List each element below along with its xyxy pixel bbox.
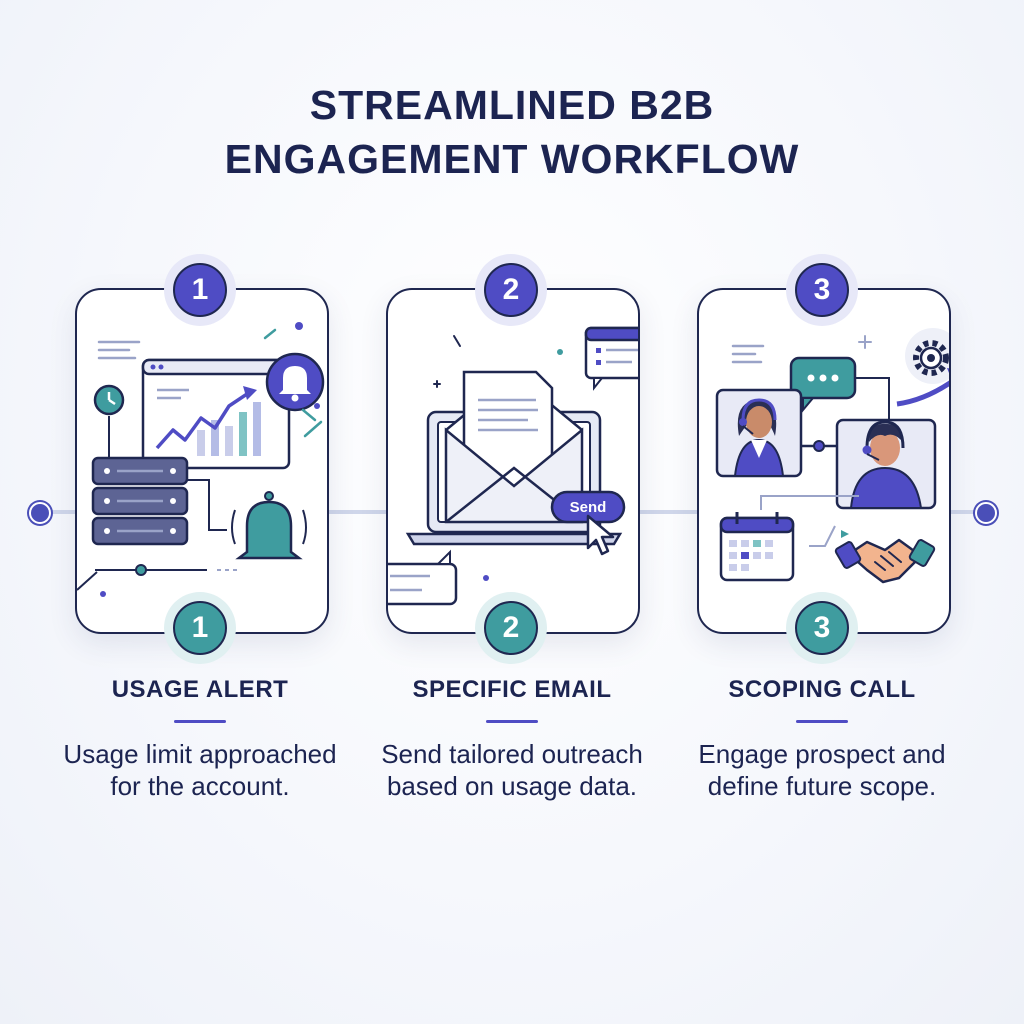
step-3-number-bottom: 3 [795, 601, 849, 655]
document-icon [462, 370, 554, 488]
connector-end-dot [975, 502, 997, 524]
cursor-icon [586, 514, 615, 556]
chat-window-icon [584, 326, 638, 391]
step-1-bottom-badge: 1 [164, 592, 236, 664]
step-3-description: Engage prospect and define future scope. [698, 739, 946, 801]
step-2-bottom-badge: 2 [475, 592, 547, 664]
title-line-1: STREAMLINED B2B [309, 82, 715, 128]
step-1-number-bottom: 1 [173, 601, 227, 655]
clock-icon [93, 384, 125, 416]
notification-bell-icon [265, 352, 325, 412]
title-line-2: ENGAGEMENT WORKFLOW [224, 136, 800, 182]
growth-arrow-icon [896, 368, 949, 407]
usage-alert-illustration [77, 322, 325, 597]
calendar-icon [719, 512, 795, 582]
server-stack-icon [91, 456, 189, 546]
chat-bubble-icon [388, 549, 458, 606]
step-2-number-bottom: 2 [484, 601, 538, 655]
step-1-number: 1 [173, 263, 227, 317]
step-3-bottom-badge: 3 [786, 592, 858, 664]
specific-email-illustration: Send [388, 326, 638, 606]
page-title: STREAMLINED B2B ENGAGEMENT WORKFLOW [0, 78, 1024, 186]
gear-icon [905, 328, 949, 384]
scoping-call-illustration [715, 328, 949, 584]
dashboard-chart-icon [141, 358, 291, 470]
step-3-number: 3 [795, 263, 849, 317]
step-2-label: SPECIFIC EMAIL [412, 676, 612, 703]
step-3-underline [796, 720, 848, 723]
step-2-description: Send tailored outreach based on usage da… [381, 739, 643, 801]
connector-start-dot [29, 502, 51, 524]
handshake-icon [834, 538, 936, 584]
step-1-description: Usage limit approached for the account. [63, 739, 337, 801]
step-2-number: 2 [484, 263, 538, 317]
alert-bell-icon [231, 491, 307, 560]
step-1-top-badge: 1 [164, 254, 236, 326]
step-card-specific-email: Send [386, 288, 640, 634]
step-2-underline [486, 720, 538, 723]
step-card-scoping-call [697, 288, 951, 634]
step-1-underline [174, 720, 226, 723]
step-card-usage-alert [75, 288, 329, 634]
user-avatar-icon [835, 418, 937, 510]
send-button-label: Send [570, 499, 607, 516]
step-3-label: SCOPING CALL [728, 676, 916, 703]
chat-bubble-icon [789, 356, 857, 413]
step-1-label: USAGE ALERT [111, 676, 289, 703]
agent-avatar-icon [715, 388, 803, 478]
step-3-top-badge: 3 [786, 254, 858, 326]
step-2-top-badge: 2 [475, 254, 547, 326]
